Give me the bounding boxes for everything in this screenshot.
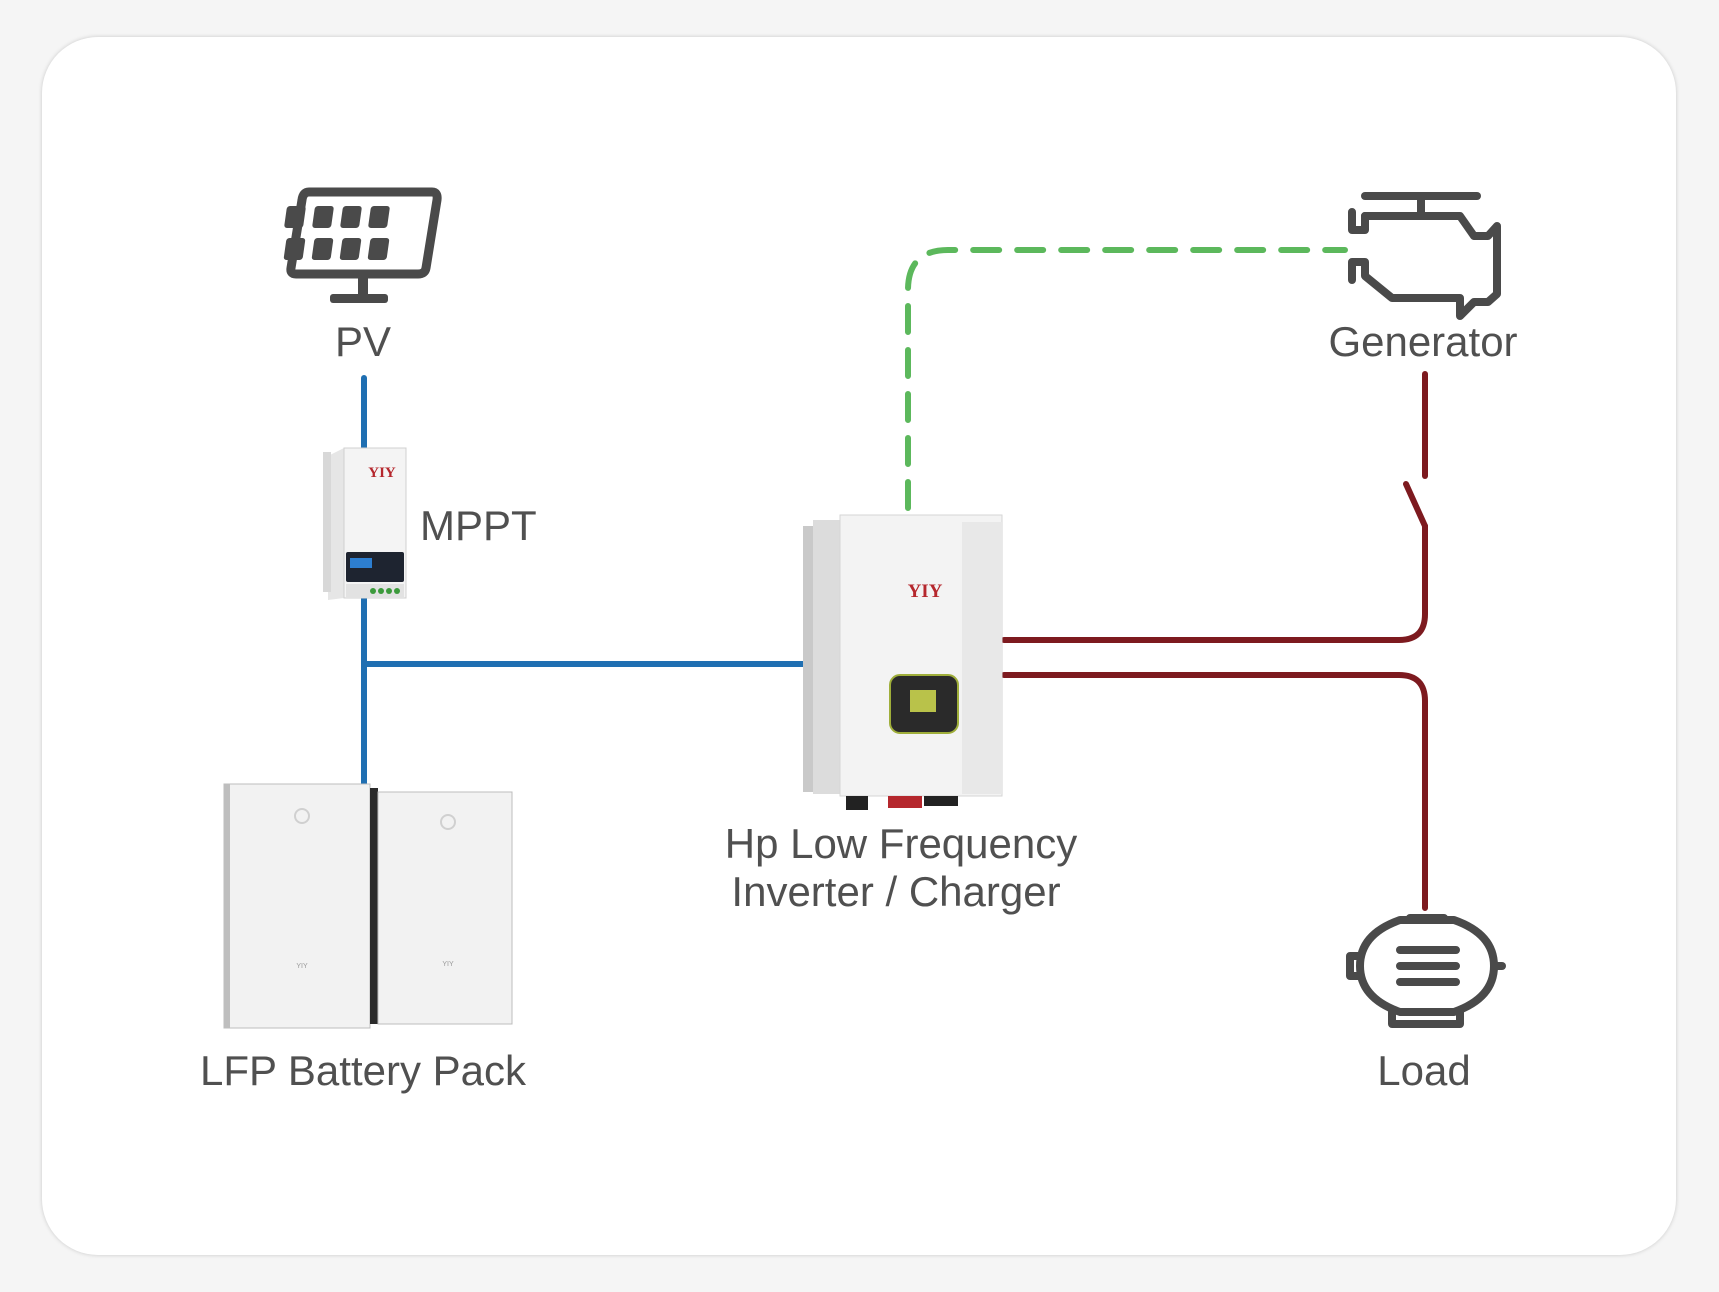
inverter-brand-logo: YIY (908, 581, 943, 602)
inverter-charger-device: YIY (803, 514, 1003, 810)
battery-pack: YIY YIY (223, 783, 513, 1029)
engine-icon (1348, 192, 1501, 320)
pv-label: PV (335, 318, 391, 365)
transfer-switch (1403, 481, 1428, 529)
mppt-brand-logo: YIY (368, 465, 396, 481)
inverter-to-load-line (1001, 672, 1428, 911)
inverter-label-line1: Hp Low Frequency (725, 820, 1078, 867)
generator-signal-line (905, 247, 1348, 511)
battery-left-logo: YIY (296, 963, 308, 970)
mppt-controller: YIY (323, 447, 407, 600)
solar-panel-icon (283, 187, 442, 303)
battery-label: LFP Battery Pack (200, 1047, 527, 1094)
load-label: Load (1377, 1047, 1470, 1094)
motor-icon (1346, 914, 1506, 1028)
generator-label: Generator (1328, 318, 1517, 365)
battery-right-logo: YIY (442, 961, 454, 968)
inverter-label-line2: Inverter / Charger (731, 868, 1060, 915)
switch-to-inverter-line (1001, 523, 1428, 643)
mppt-label: MPPT (420, 502, 537, 549)
